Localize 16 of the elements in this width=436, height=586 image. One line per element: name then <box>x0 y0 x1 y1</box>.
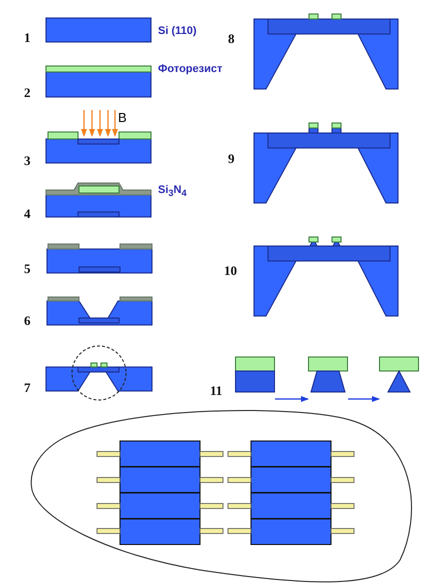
element-label: B <box>118 110 127 125</box>
material-label: Si (110) <box>158 26 197 37</box>
step-number: 3 <box>24 154 30 167</box>
step-number: 11 <box>210 384 222 397</box>
step-number: 7 <box>24 381 30 394</box>
step-number: 9 <box>228 152 234 165</box>
step-number: 10 <box>224 264 237 277</box>
step-number: 1 <box>24 31 30 44</box>
arrow <box>348 396 380 402</box>
step-number: 4 <box>24 207 30 220</box>
step-number: 5 <box>24 262 30 275</box>
material-label: Фоторезист <box>158 64 222 75</box>
step-number: 6 <box>24 314 30 327</box>
material-label: Si$_{3}$N$_{4}$ <box>158 185 187 198</box>
step-number: 2 <box>24 86 30 99</box>
step-number: 8 <box>228 32 234 45</box>
